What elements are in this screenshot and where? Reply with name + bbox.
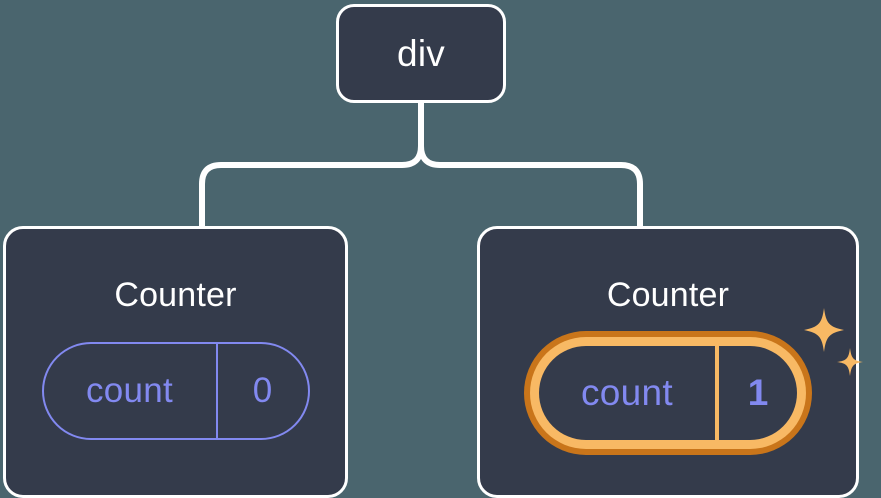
state-pill-right: count 1 [539,346,797,440]
sparkle-large-icon [804,308,844,352]
state-pill-right-key: count [580,372,673,413]
state-pill-left[interactable]: count 0 [41,342,310,440]
state-pill-left-value: 0 [215,344,308,438]
node-div[interactable]: div [336,4,506,103]
state-pill-left-key: count [85,371,174,410]
state-pill-right-inner-ring: count 1 [530,337,806,449]
edge-to-left-child [199,143,424,229]
edge-to-right-child [418,143,643,229]
state-pill-left-wrapper: count 0 [41,342,310,440]
node-div-label: div [397,33,445,74]
state-pill-right-highlight-ring[interactable]: count 1 [524,331,812,455]
node-counter-right-title: Counter [606,276,730,314]
state-pill-right-wrapper: count 1 [524,308,863,455]
node-counter-left[interactable]: Counter count 0 [3,226,348,498]
sparkle-small-icon [837,348,863,376]
state-pill-right-value: 1 [715,346,797,440]
node-counter-left-title: Counter [114,276,237,314]
node-counter-right[interactable]: Counter count 1 [477,226,863,498]
